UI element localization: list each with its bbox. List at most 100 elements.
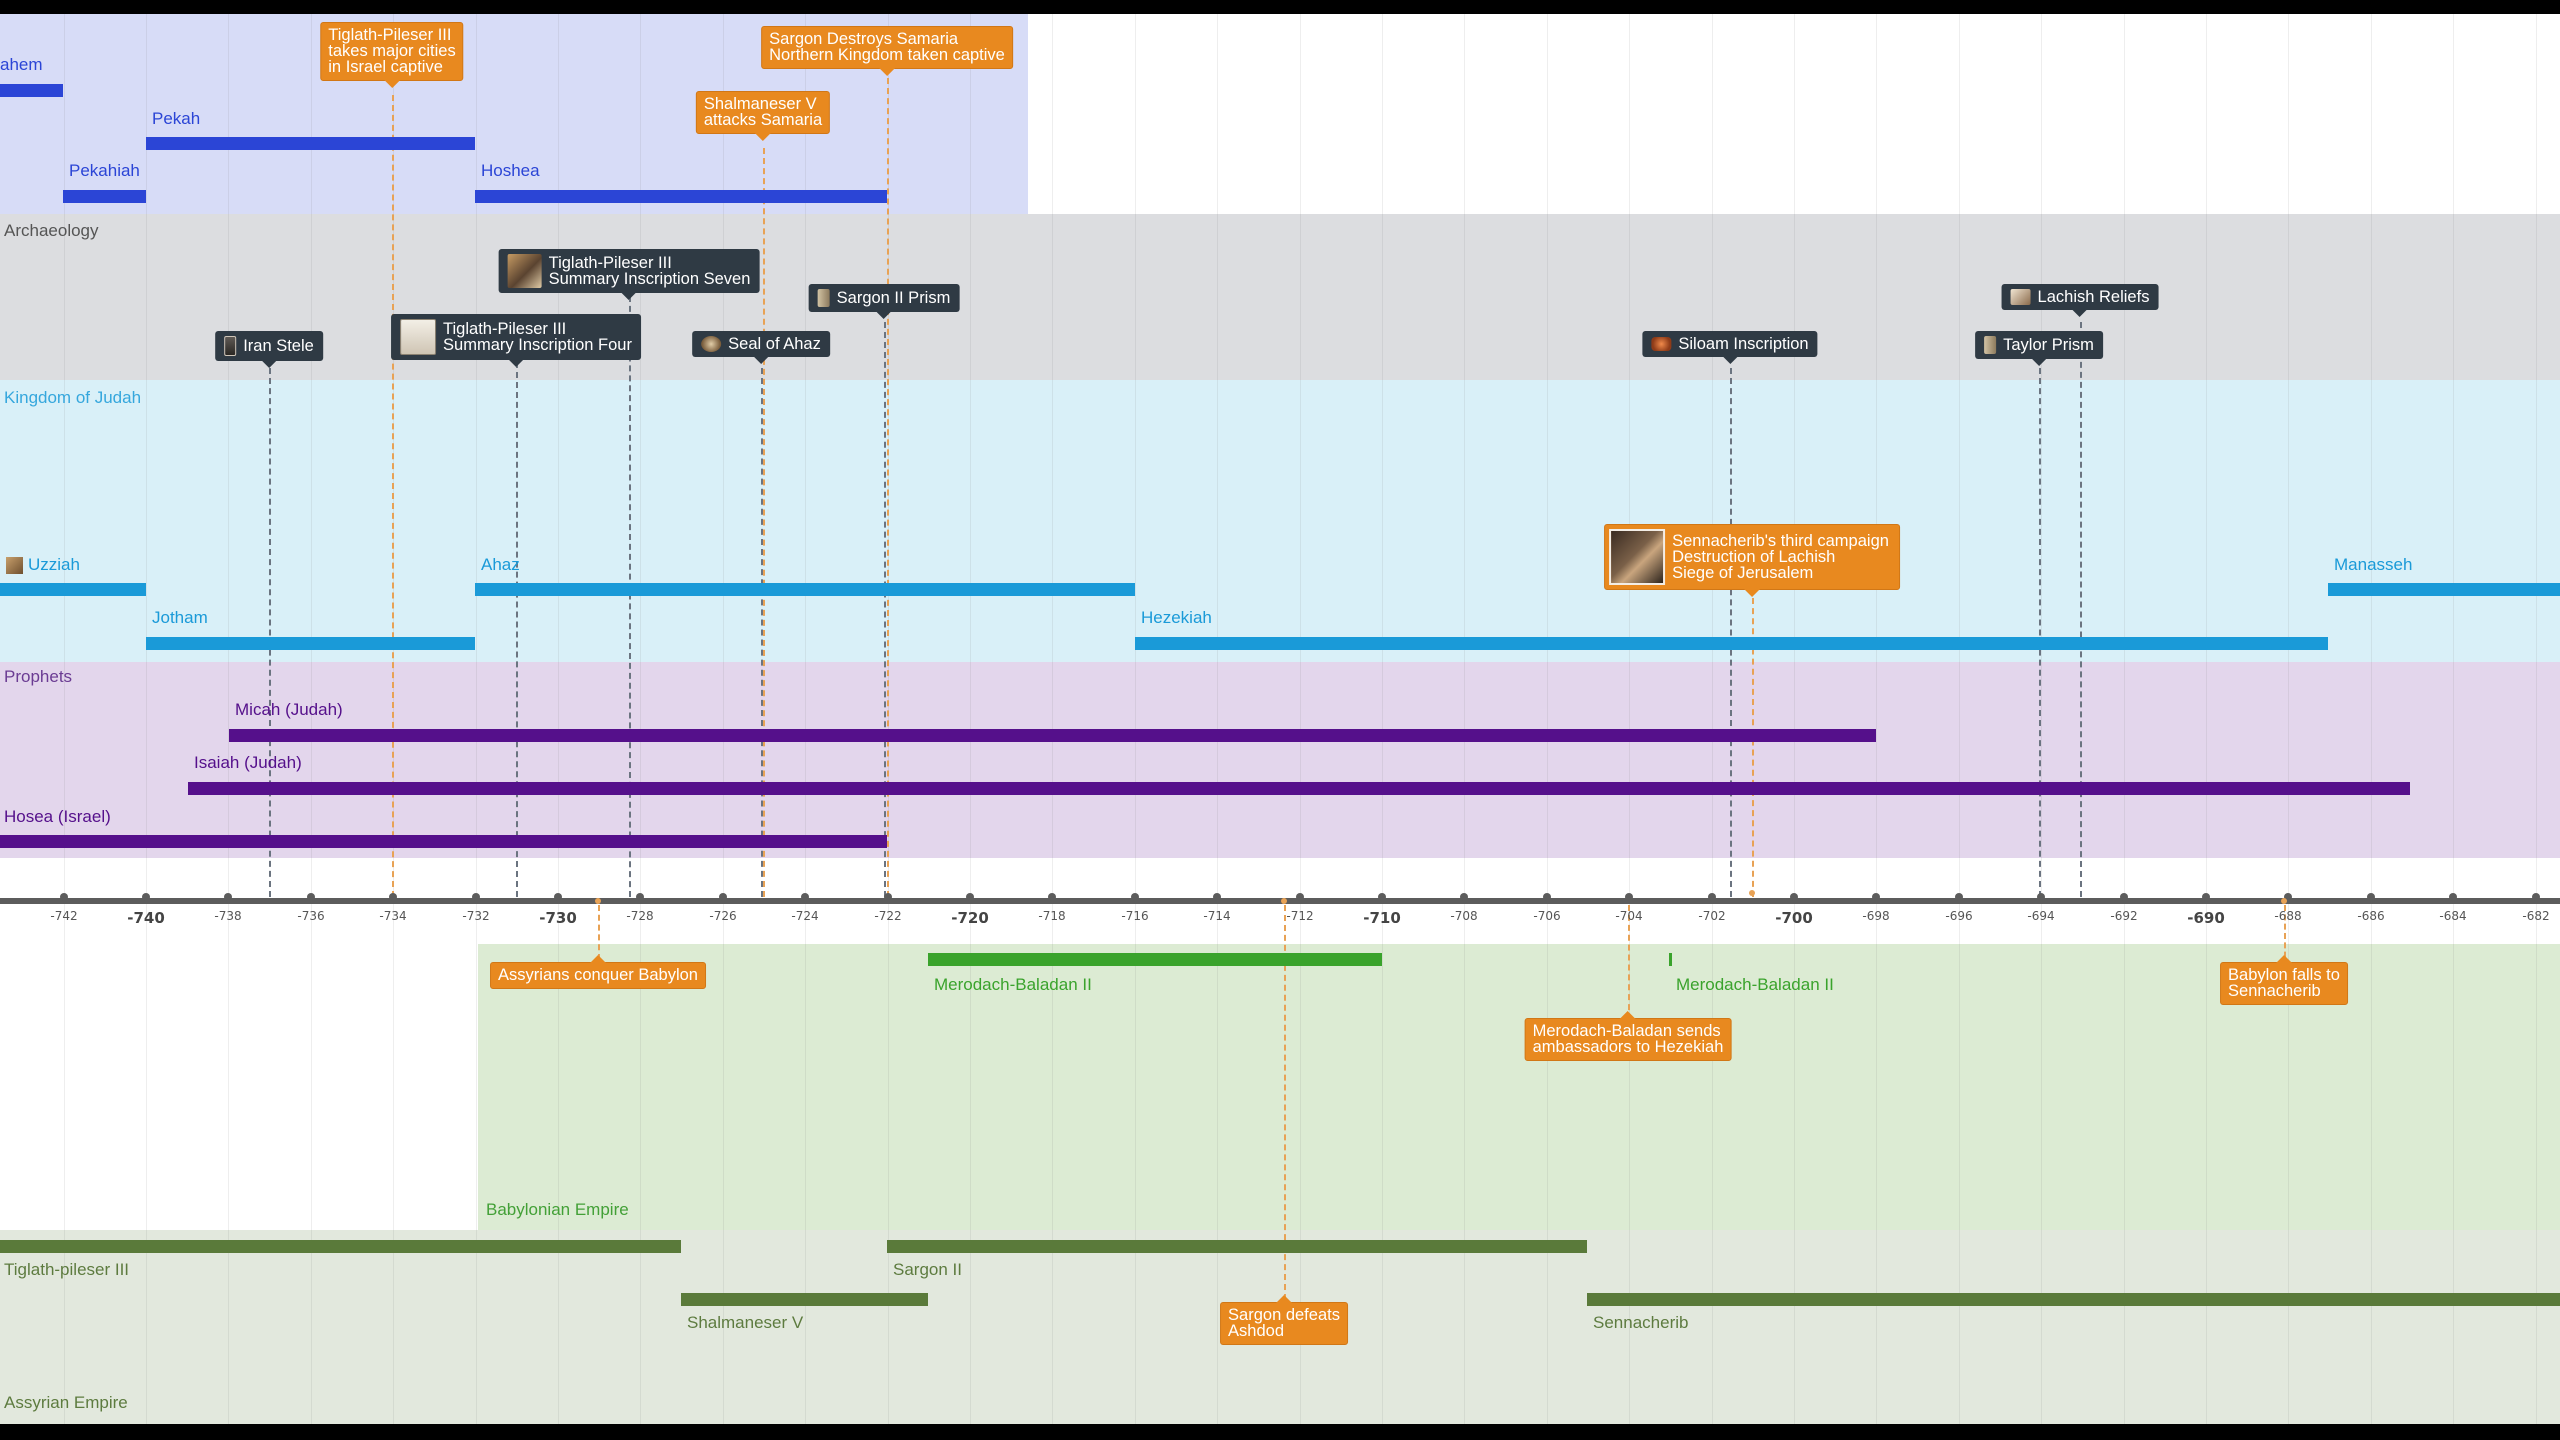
gridline bbox=[723, 14, 724, 1424]
gridline bbox=[2453, 14, 2454, 1424]
prophet-label-micah: Micah (Judah) bbox=[235, 700, 343, 719]
reign-label-pekah: Pekah bbox=[152, 109, 201, 128]
archaeology-connector-line bbox=[269, 368, 271, 897]
event-line: Merodach-Baladan sends bbox=[1532, 1022, 1721, 1040]
event-connector-line bbox=[1628, 905, 1630, 1020]
uzziah-label-text: Uzziah bbox=[28, 555, 80, 574]
time-axis[interactable] bbox=[0, 898, 2560, 904]
axis-tick-mark bbox=[2037, 893, 2045, 901]
reign-label-hezekiah: Hezekiah bbox=[1141, 608, 1212, 627]
axis-tick-label: -696 bbox=[1945, 909, 1973, 923]
uzziah-portrait-icon bbox=[6, 556, 23, 574]
reign-label-ahaz: Ahaz bbox=[481, 555, 520, 574]
artifact-siloam-inscription[interactable]: Siloam Inscription bbox=[1642, 331, 1818, 364]
gridline bbox=[1382, 14, 1383, 1424]
reign-bar-hezekiah[interactable] bbox=[1135, 637, 2328, 650]
babylon-bar-merodach-baladan-2[interactable] bbox=[1669, 953, 1672, 966]
gridline bbox=[1629, 14, 1630, 1424]
gridline bbox=[640, 14, 641, 1424]
stele-icon bbox=[224, 336, 237, 356]
assyria-bar-sennacherib[interactable] bbox=[1587, 1293, 2560, 1306]
axis-tick-label: -714 bbox=[1203, 909, 1231, 923]
event-axis-marker bbox=[1749, 890, 1755, 896]
axis-tick-label: -686 bbox=[2357, 909, 2385, 923]
reign-bar-jotham[interactable] bbox=[146, 637, 475, 650]
artifact-line: Sargon II Prism bbox=[836, 289, 951, 307]
axis-tick-label: -688 bbox=[2274, 909, 2302, 923]
prophet-label-isaiah: Isaiah (Judah) bbox=[194, 753, 302, 772]
archaeology-connector-line bbox=[1730, 368, 1732, 897]
artifact-line: Seal of Ahaz bbox=[728, 335, 821, 353]
assyria-bar-sargon[interactable] bbox=[887, 1240, 1587, 1253]
reign-bar-ahaz[interactable] bbox=[475, 583, 1135, 596]
axis-tick-mark bbox=[224, 893, 232, 901]
reign-bar-uzziah[interactable] bbox=[0, 583, 146, 596]
reign-bar-menahem[interactable] bbox=[0, 84, 63, 97]
group-label-judah: Kingdom of Judah bbox=[4, 388, 142, 407]
assyria-bar-shalmaneser[interactable] bbox=[681, 1293, 928, 1306]
axis-tick-label: -728 bbox=[626, 909, 654, 923]
reign-bar-hoshea[interactable] bbox=[475, 190, 887, 203]
reign-bar-manasseh[interactable] bbox=[2328, 583, 2560, 596]
assyria-label-sargon: Sargon II bbox=[893, 1260, 962, 1279]
reign-label-menahem: ahem bbox=[0, 55, 43, 74]
event-line: Sargon defeats bbox=[1228, 1306, 1340, 1324]
event-line: Siege of Jerusalem bbox=[1672, 564, 1814, 582]
prophet-bar-isaiah[interactable] bbox=[188, 782, 2410, 795]
axis-tick-label: -706 bbox=[1533, 909, 1561, 923]
reign-bar-pekah[interactable] bbox=[146, 137, 475, 150]
gridline bbox=[476, 14, 477, 1424]
axis-tick-mark bbox=[2284, 893, 2292, 901]
artifact-iran-stele[interactable]: Iran Stele bbox=[215, 331, 323, 368]
axis-tick-mark bbox=[2202, 893, 2210, 901]
axis-tick-label: -692 bbox=[2110, 909, 2138, 923]
axis-tick-mark bbox=[472, 893, 480, 901]
prophet-bar-micah[interactable] bbox=[229, 729, 1876, 742]
event-connector-line bbox=[2284, 905, 2286, 967]
prophet-bar-hosea[interactable] bbox=[0, 835, 887, 848]
axis-tick-mark bbox=[1872, 893, 1880, 901]
reign-bar-pekahiah[interactable] bbox=[63, 190, 146, 203]
archaeology-connector-line bbox=[884, 322, 886, 897]
artifact-seal-of-ahaz[interactable]: Seal of Ahaz bbox=[692, 331, 830, 364]
axis-tick-label: -704 bbox=[1615, 909, 1643, 923]
artifact-sargon-prism[interactable]: Sargon II Prism bbox=[808, 284, 960, 319]
axis-tick-mark bbox=[389, 893, 397, 901]
event-assyrians-conquer-babylon[interactable]: Assyrians conquer Babylon bbox=[490, 955, 706, 989]
reign-label-hoshea: Hoshea bbox=[481, 161, 540, 180]
artifact-taylor-prism[interactable]: Taylor Prism bbox=[1975, 331, 2103, 366]
axis-tick-mark bbox=[1708, 893, 1716, 901]
assyria-bar-tiglath-pileser[interactable] bbox=[0, 1240, 681, 1253]
gridline bbox=[2041, 14, 2042, 1424]
group-band-prophets bbox=[0, 662, 2560, 858]
event-line: Shalmaneser V bbox=[703, 95, 817, 113]
group-band-babylon bbox=[478, 944, 2560, 1230]
axis-tick-label: -740 bbox=[127, 909, 165, 927]
artifact-lachish-reliefs[interactable]: Lachish Reliefs bbox=[2001, 284, 2159, 317]
gridline bbox=[1217, 14, 1218, 1424]
gridline bbox=[1135, 14, 1136, 1424]
reign-label-jotham: Jotham bbox=[152, 608, 208, 627]
event-axis-marker bbox=[2281, 898, 2287, 904]
prophet-label-hosea: Hosea (Israel) bbox=[4, 807, 111, 826]
archaeology-connector-line bbox=[629, 296, 631, 897]
axis-tick-label: -712 bbox=[1286, 909, 1314, 923]
axis-tick-mark bbox=[2449, 893, 2457, 901]
group-band-judah bbox=[0, 380, 2560, 662]
gridline bbox=[2288, 14, 2289, 1424]
axis-tick-label: -730 bbox=[539, 909, 577, 927]
axis-tick-label: -684 bbox=[2439, 909, 2467, 923]
axis-tick-mark bbox=[1213, 893, 1221, 901]
babylon-bar-merodach-baladan-1[interactable] bbox=[928, 953, 1382, 966]
seal-icon bbox=[701, 336, 722, 352]
